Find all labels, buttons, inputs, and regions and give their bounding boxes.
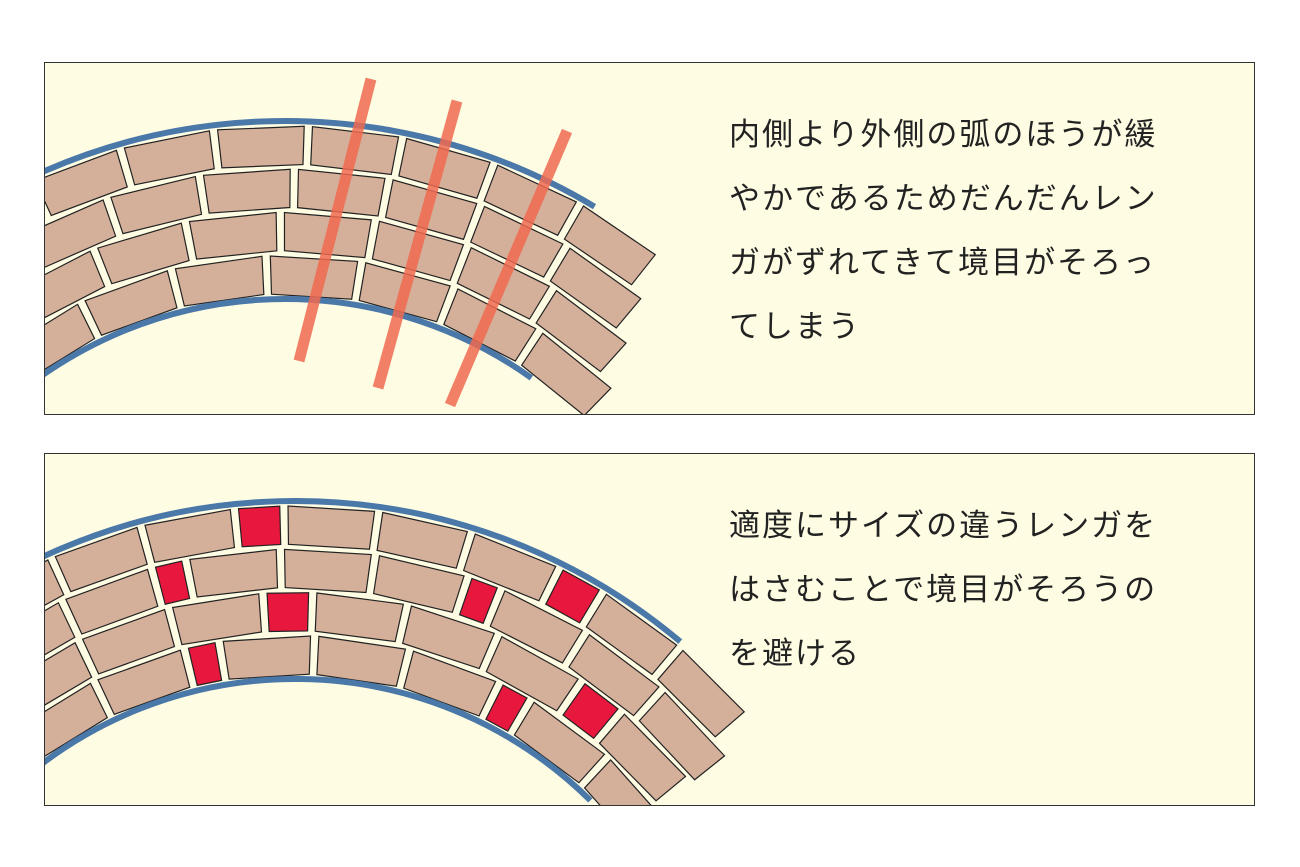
brick	[549, 247, 642, 329]
seam-line	[372, 99, 463, 390]
brick	[45, 303, 96, 370]
brick	[372, 555, 465, 613]
highlight-brick	[187, 641, 223, 687]
brick	[188, 211, 278, 260]
caption-line: てしまう	[729, 309, 861, 345]
brick	[84, 270, 178, 336]
panel-staggered-seams: 適度にサイズの違うレンガを はさむことで境目がそろうの を避ける	[44, 453, 1255, 806]
brick	[314, 592, 405, 643]
brick	[520, 332, 612, 414]
outer-arc	[45, 498, 683, 644]
brick	[96, 222, 190, 285]
brick	[583, 759, 652, 805]
caption-line: 内側より外側の弧のほうが緩	[729, 117, 1158, 153]
brick	[45, 682, 109, 757]
brick	[174, 255, 265, 307]
brick	[287, 505, 376, 550]
brick	[283, 548, 372, 594]
brick	[401, 605, 496, 670]
highlight-brick	[237, 505, 282, 548]
highlight-brick	[154, 560, 191, 605]
highlight-brick	[266, 592, 310, 633]
caption-line: やかであるためだんだんレン	[729, 181, 1158, 217]
brick	[97, 649, 191, 716]
brick	[123, 130, 215, 186]
brick	[81, 608, 176, 675]
brick	[110, 175, 203, 235]
brick	[45, 199, 117, 268]
caption-top: 内側より外側の弧のほうが緩 やかであるためだんだんレン ガがずれてきて境目がそろ…	[729, 103, 1209, 359]
brick	[202, 168, 291, 214]
brick	[563, 205, 657, 286]
highlight-brick	[562, 682, 619, 740]
panel-aligned-seams: 内側より外側の弧のほうが緩 やかであるためだんだんレン ガがずれてきて境目がそろ…	[44, 62, 1255, 415]
caption-line: はさむことで境目がそろうの	[729, 572, 1158, 608]
brick	[398, 137, 491, 199]
brick	[144, 508, 236, 563]
caption-line: ガがずれてきて境目がそろっ	[729, 245, 1157, 281]
inner-arc	[45, 676, 593, 803]
caption-bottom: 適度にサイズの違うレンガを はさむことで境目がそろうの を避ける	[729, 494, 1209, 686]
highlight-brick	[485, 684, 528, 732]
brick	[657, 649, 746, 738]
brick	[489, 590, 584, 664]
brick	[45, 641, 93, 706]
brick	[189, 548, 279, 598]
caption-line: 適度にサイズの違うレンガを	[729, 508, 1158, 544]
brick	[462, 533, 557, 602]
caption-line: を避ける	[729, 636, 861, 672]
seam-line	[444, 128, 573, 408]
brick	[638, 691, 726, 781]
brick	[45, 250, 106, 319]
brick	[171, 593, 263, 646]
brick-arch-diagram	[45, 498, 746, 805]
brick	[485, 635, 579, 712]
highlight-brick	[545, 569, 601, 624]
brick	[222, 635, 312, 680]
brick	[376, 511, 469, 569]
brick	[316, 635, 407, 687]
outer-arc	[45, 118, 597, 210]
brick	[45, 149, 128, 217]
brick	[598, 713, 687, 802]
brick	[54, 526, 148, 593]
brick	[216, 125, 305, 169]
brick	[535, 289, 627, 373]
brick	[45, 601, 76, 656]
highlight-brick	[458, 577, 498, 625]
brick	[65, 568, 159, 635]
seam-line	[293, 77, 377, 363]
brick	[568, 633, 660, 717]
brick	[513, 701, 606, 784]
brick	[45, 559, 65, 606]
brick	[585, 593, 678, 676]
brick-arch-diagram	[45, 77, 657, 414]
brick	[269, 255, 359, 300]
inner-arc	[45, 296, 534, 381]
brick	[403, 650, 497, 717]
